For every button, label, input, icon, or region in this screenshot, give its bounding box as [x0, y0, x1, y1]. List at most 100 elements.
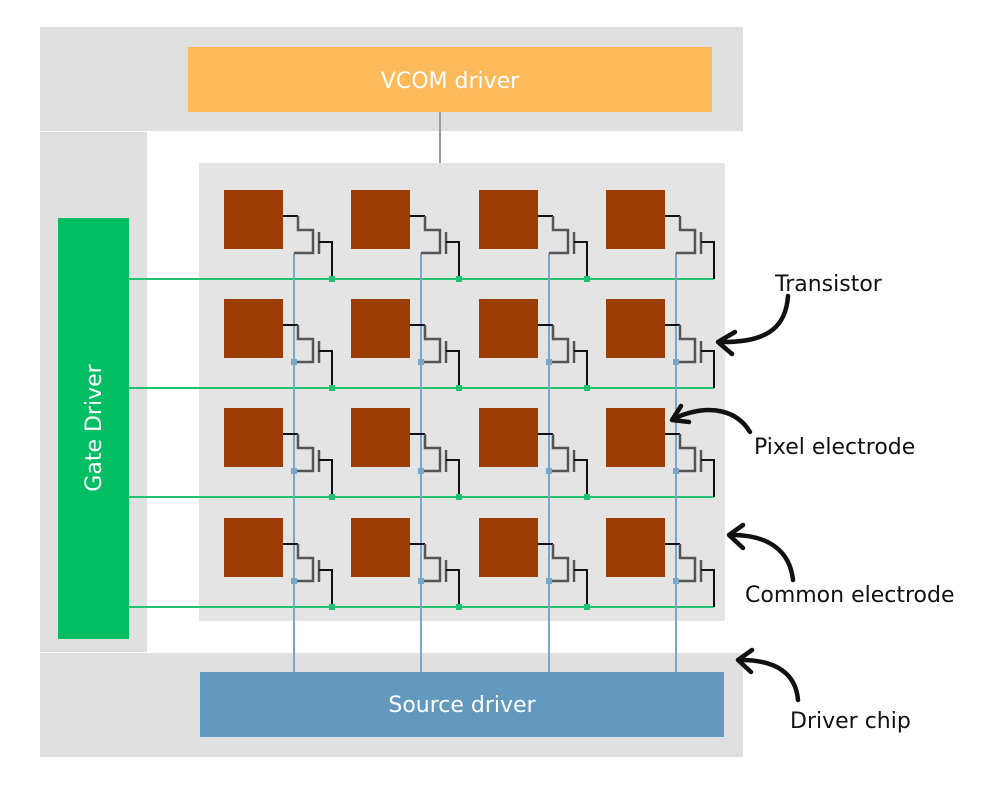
- pixel-cell: [224, 408, 335, 500]
- annotation-label-pixel-electrode: Pixel electrode: [754, 435, 915, 460]
- pixel-cell: [606, 190, 715, 279]
- pixel-cell: [224, 518, 335, 610]
- pixel-cell: [351, 408, 462, 500]
- transistor-icon: [549, 434, 570, 473]
- arrow-curve-driver-chip: [738, 657, 801, 703]
- source-junction: [291, 468, 297, 474]
- gate-wire: [701, 241, 715, 279]
- transistor-icon: [676, 325, 697, 364]
- gate-wire: [446, 241, 460, 279]
- source-junction: [546, 468, 552, 474]
- pixel-electrode: [351, 299, 410, 358]
- arrow-curve-transistor: [721, 293, 791, 345]
- pixel-electrode: [479, 299, 538, 358]
- pixel-electrode: [479, 408, 538, 467]
- pixel-cell: [606, 299, 715, 388]
- gate-wire: [701, 459, 715, 497]
- gate-wire: [319, 241, 333, 279]
- arrow-curve-pixel-electrode: [672, 407, 753, 435]
- pixel-cell: [606, 408, 715, 497]
- gate-wire: [574, 241, 588, 279]
- gate-wire: [446, 569, 460, 607]
- transistor-icon: [421, 544, 442, 583]
- transistor-icon: [549, 325, 570, 364]
- source-junction: [418, 359, 424, 365]
- pixel-cell: [479, 408, 590, 500]
- gate-junction: [456, 276, 462, 282]
- source-junction: [546, 359, 552, 365]
- pixel-electrode: [224, 408, 283, 467]
- gate-junction: [584, 276, 590, 282]
- gate-junction: [329, 276, 335, 282]
- transistor-icon: [549, 216, 570, 255]
- pixel-electrode: [351, 190, 410, 249]
- pixel-electrode: [224, 299, 283, 358]
- annotation-label-common-electrode: Common electrode: [745, 583, 955, 608]
- transistor-icon: [676, 434, 697, 473]
- source-driver-label: Source driver: [388, 693, 536, 718]
- gate-wire: [574, 350, 588, 388]
- source-junction: [291, 578, 297, 584]
- pixel-cell: [479, 190, 590, 282]
- source-junction: [673, 359, 679, 365]
- annotation-pixel-electrode: Pixel electrode: [669, 403, 915, 460]
- pixel-electrode: [606, 518, 665, 577]
- gate-junction: [329, 494, 335, 500]
- annotation-label-transistor: Transistor: [774, 272, 883, 297]
- pixel-electrode: [606, 408, 665, 467]
- transistor-icon: [294, 434, 315, 473]
- gate-junction: [584, 385, 590, 391]
- gate-junction: [584, 494, 590, 500]
- pixel-cells: [224, 190, 715, 610]
- annotation-common-electrode: Common electrode: [726, 522, 955, 608]
- pixel-cell: [479, 299, 590, 391]
- source-junction: [291, 359, 297, 365]
- gate-driver-label: Gate Driver: [82, 363, 107, 491]
- transistor-icon: [294, 216, 315, 255]
- gate-wire: [574, 459, 588, 497]
- gate-wire: [319, 569, 333, 607]
- arrow-curve-common-electrode: [729, 532, 796, 583]
- pixel-cell: [351, 518, 462, 610]
- gate-driver-block: [58, 218, 129, 639]
- transistor-icon: [676, 544, 697, 583]
- arrowhead-common-electrode: [726, 522, 746, 551]
- source-junction: [418, 578, 424, 584]
- pixel-cell: [351, 299, 462, 391]
- source-junction: [673, 578, 679, 584]
- arrowhead-transistor: [715, 329, 738, 357]
- vcom-driver-block: [188, 47, 712, 112]
- gate-junction: [456, 494, 462, 500]
- pixel-electrode: [351, 518, 410, 577]
- annotation-transistor: Transistor: [715, 272, 883, 357]
- source-junction: [673, 468, 679, 474]
- pixel-electrode: [479, 190, 538, 249]
- pixel-electrode: [479, 518, 538, 577]
- transistor-icon: [421, 216, 442, 255]
- source-junction: [546, 578, 552, 584]
- transistor-icon: [294, 544, 315, 583]
- source-junction: [418, 468, 424, 474]
- source-lines: [293, 253, 677, 672]
- transistor-icon: [549, 544, 570, 583]
- gate-junction: [456, 604, 462, 610]
- gate-wire: [574, 569, 588, 607]
- pixel-electrode: [606, 190, 665, 249]
- pixel-cell: [224, 299, 335, 391]
- pixel-electrode: [224, 518, 283, 577]
- pixel-electrode: [224, 190, 283, 249]
- gate-junction: [329, 385, 335, 391]
- vcom-driver-label: VCOM driver: [381, 69, 520, 94]
- annotation-driver-chip: Driver chip: [735, 647, 911, 734]
- transistor-icon: [421, 325, 442, 364]
- gate-wire: [446, 350, 460, 388]
- transistor-icon: [294, 325, 315, 364]
- arrowhead-driver-chip: [735, 647, 755, 675]
- pixel-cell: [351, 190, 462, 282]
- gate-junction: [456, 385, 462, 391]
- gate-wire: [446, 459, 460, 497]
- arrowhead-pixel-electrode: [669, 403, 692, 425]
- gate-wire: [701, 350, 715, 388]
- transistor-icon: [676, 216, 697, 255]
